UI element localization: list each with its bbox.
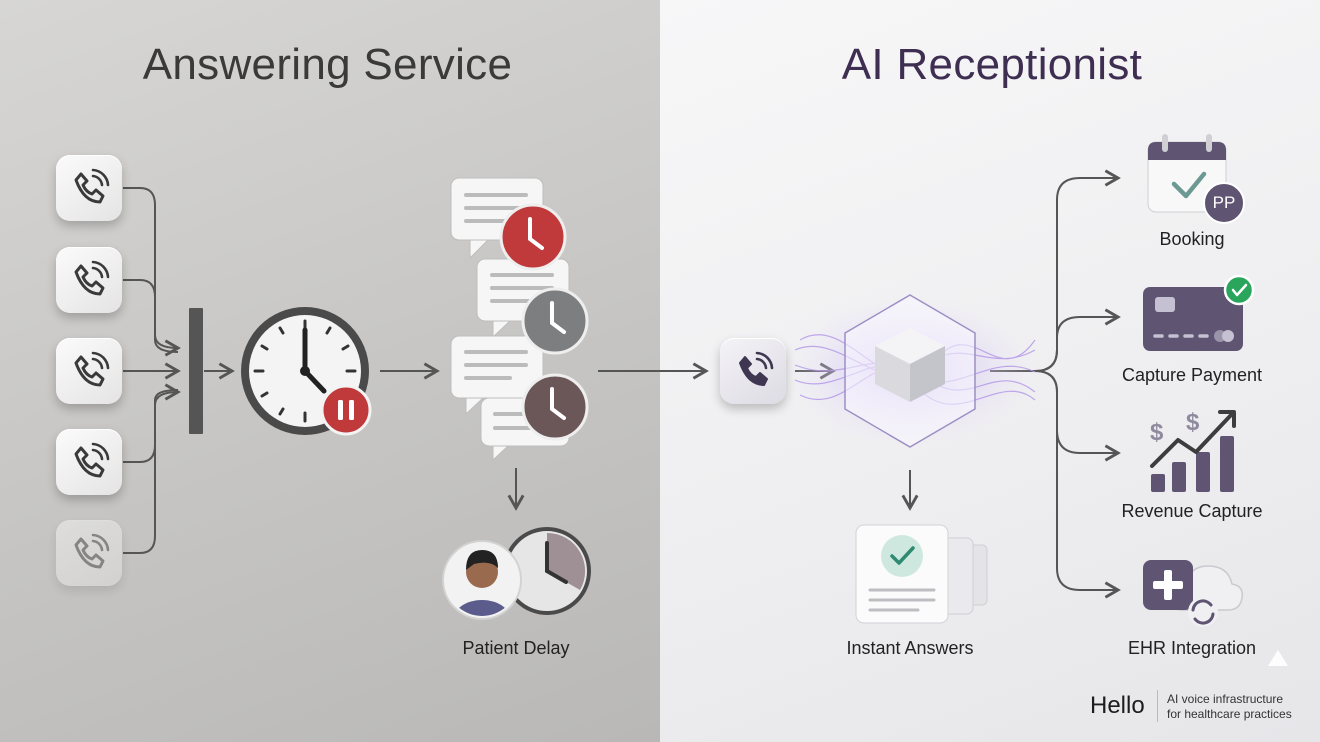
phone-icon (74, 168, 110, 204)
svg-text:$: $ (1150, 419, 1164, 446)
incoming-call-wires (123, 169, 1121, 599)
calendar-check-icon (1147, 134, 1245, 224)
tagline-line1: AI voice infrastructure (1167, 692, 1284, 706)
gray-timer-icon (521, 287, 589, 355)
phone-icon (74, 533, 110, 569)
phone-icon (74, 260, 110, 296)
corner-marker (1268, 650, 1288, 666)
avatar-badge: PP (1212, 193, 1236, 212)
incoming-call-tile (56, 247, 122, 313)
red-timer-icon (499, 203, 567, 271)
patient-avatar (442, 540, 522, 620)
ehr-integration-label: EHR Integration (1127, 638, 1257, 658)
patient-delay-label: Patient Delay (462, 638, 570, 658)
delay-clock-icon (503, 527, 591, 615)
instant-answers-label: Instant Answers (846, 638, 974, 658)
tagline-line2: for healthcare practices (1167, 707, 1292, 721)
phone-icon (74, 442, 110, 478)
booking-label: Booking (1159, 229, 1225, 249)
phone-icon (739, 351, 774, 386)
brand-divider (1157, 690, 1158, 722)
incoming-call-tile (56, 155, 122, 221)
pause-badge-icon (320, 384, 372, 436)
missed-call-tile (56, 520, 122, 586)
mauve-timer-icon (521, 373, 589, 441)
credit-card-icon (1143, 274, 1255, 351)
answering-service-title: Answering Service (142, 40, 513, 89)
svg-text:$: $ (1186, 409, 1200, 436)
brand-name: Hello (1090, 692, 1145, 719)
ai-call-tile (720, 338, 786, 404)
revenue-chart-icon: $ $ (1150, 409, 1236, 492)
capture-payment-label: Capture Payment (1121, 365, 1263, 385)
incoming-call-tile (56, 429, 122, 495)
instant-answers-icon (855, 524, 988, 624)
phone-icon (74, 351, 110, 387)
revenue-capture-label: Revenue Capture (1121, 501, 1263, 521)
ai-core-icon (844, 294, 976, 448)
ai-receptionist-title: AI Receptionist (841, 40, 1143, 89)
queue-bar (189, 308, 203, 434)
incoming-call-tile (56, 338, 122, 404)
ehr-cloud-icon (1143, 560, 1244, 627)
brand-tagline: AI voice infrastructure for healthcare p… (1167, 692, 1292, 722)
